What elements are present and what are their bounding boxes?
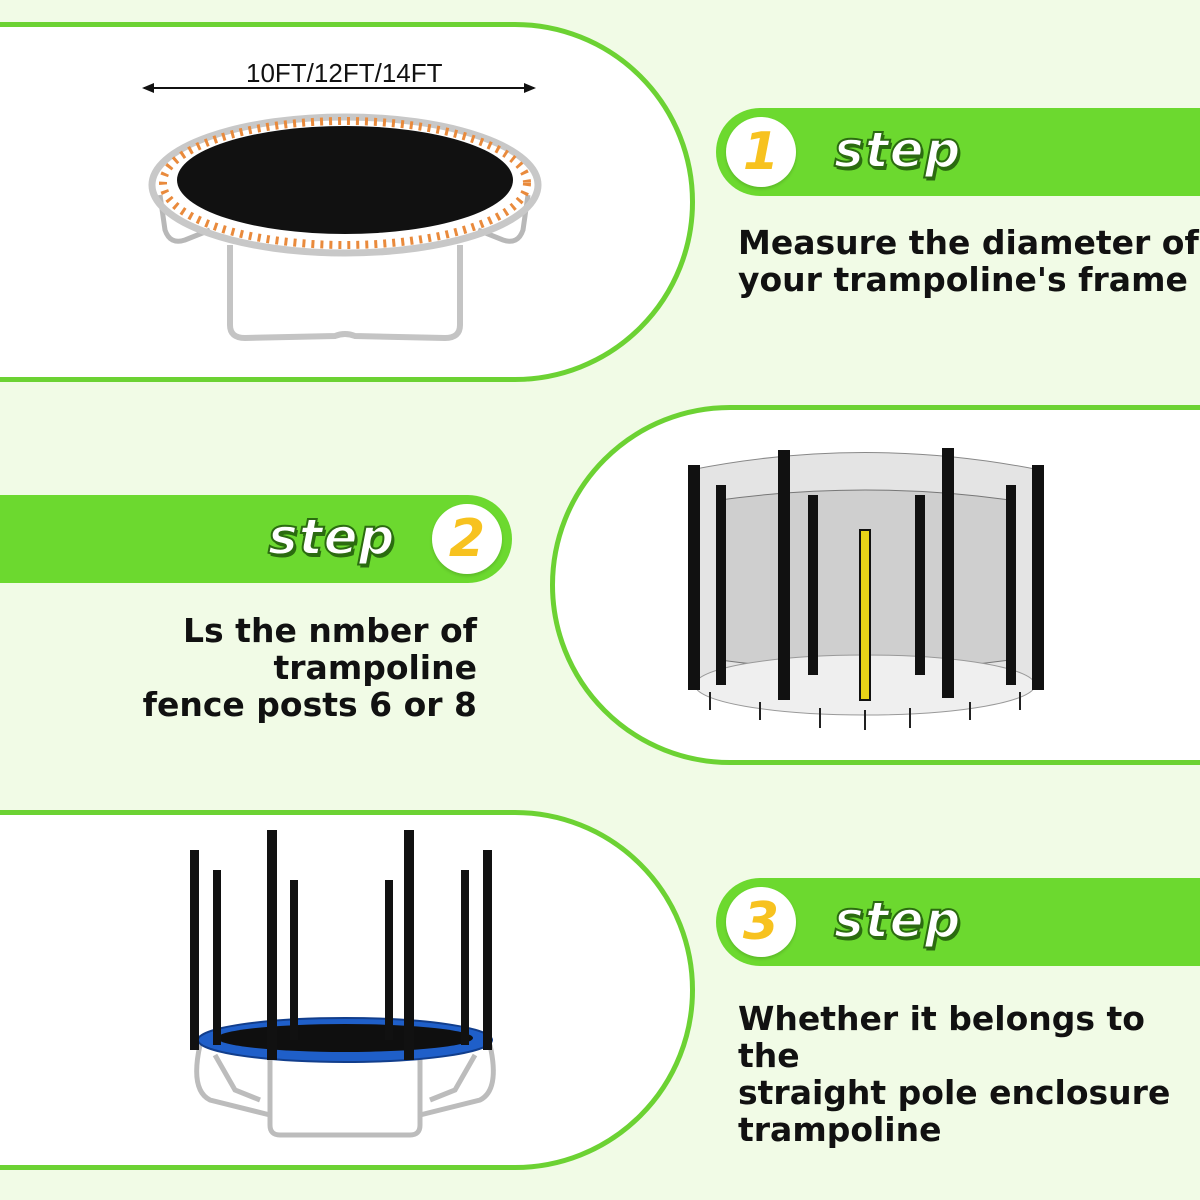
step1-label: step xyxy=(833,120,962,180)
step3-badge: 3 xyxy=(726,887,796,957)
step1-number: 1 xyxy=(742,122,780,182)
step1-description: Measure the diameter of your trampoline'… xyxy=(738,224,1199,298)
enclosure-net-illustration xyxy=(688,448,1044,730)
step1-line1: Measure the diameter of xyxy=(738,223,1199,262)
size-label: 10FT/12FT/14FT xyxy=(246,58,443,88)
step1-line2: your trampoline's frame xyxy=(738,260,1188,299)
step2-label: step xyxy=(267,507,396,567)
trampoline-frame-illustration xyxy=(142,83,542,342)
step3-number: 3 xyxy=(742,892,780,952)
step2-description: Ls the nmber of trampoline fence posts 6… xyxy=(22,612,477,723)
step3-banner: 3 step xyxy=(716,878,1200,966)
straight-pole-trampoline-illustration xyxy=(190,830,496,1138)
step3-description: Whether it belongs to the straight pole … xyxy=(738,1000,1200,1148)
step3-label: step xyxy=(833,890,962,950)
step3-image-panel xyxy=(0,810,695,1170)
step2-badge: 2 xyxy=(432,504,502,574)
step3-line1: Whether it belongs to the xyxy=(738,999,1145,1075)
step2-number: 2 xyxy=(448,509,486,569)
step1-banner: 1 step xyxy=(716,108,1200,196)
step1-badge: 1 xyxy=(726,117,796,187)
step2-line1: Ls the nmber of trampoline xyxy=(183,611,477,687)
step2-banner: step 2 xyxy=(0,495,512,583)
step2-line2: fence posts 6 or 8 xyxy=(142,685,477,724)
step3-line2: straight pole enclosure xyxy=(738,1073,1171,1112)
step3-line3: trampoline xyxy=(738,1110,942,1149)
